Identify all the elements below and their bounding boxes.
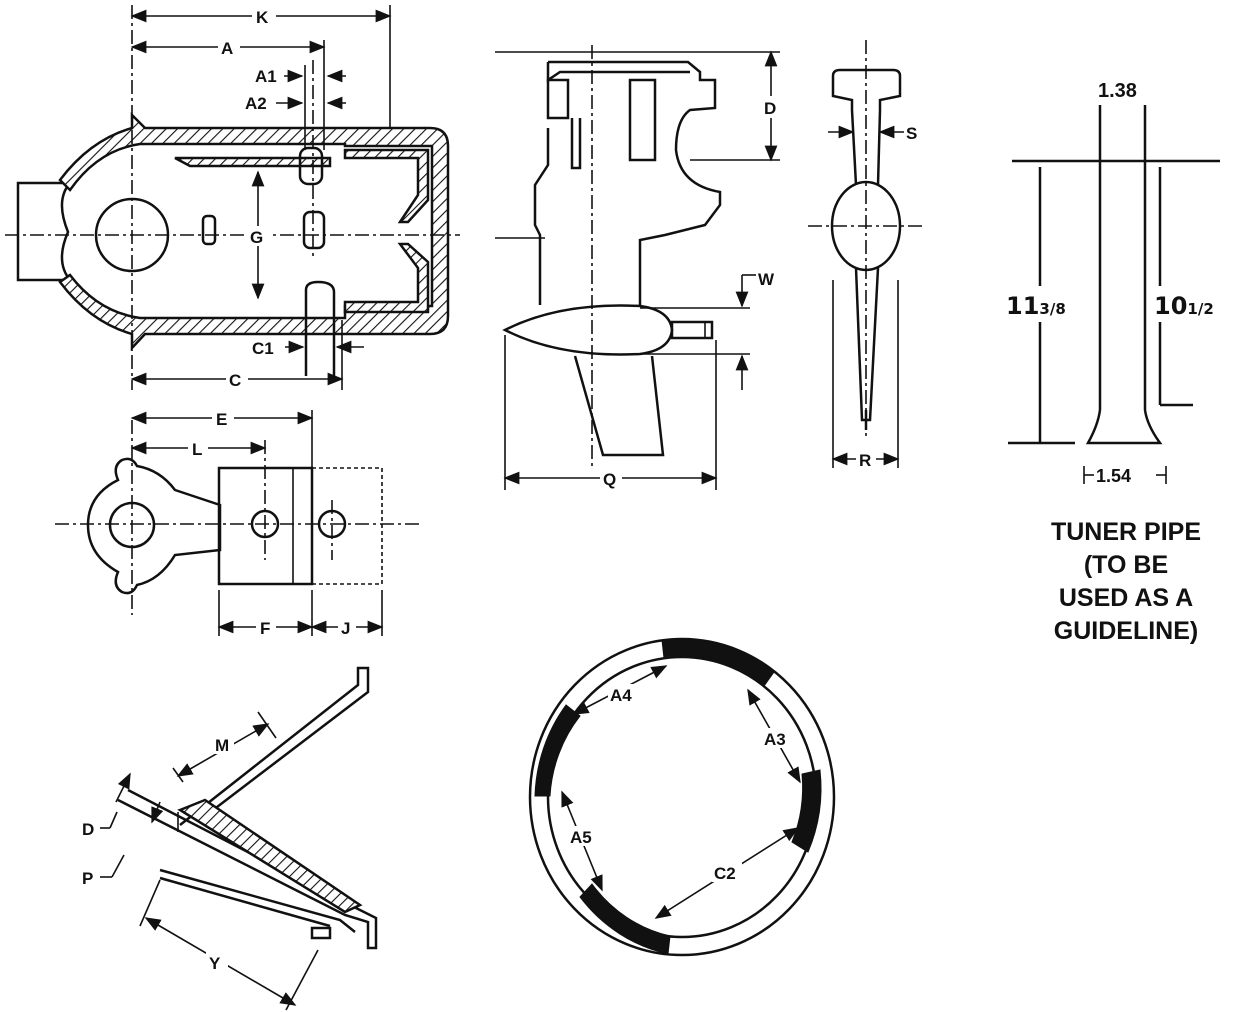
label-a3: A3	[764, 730, 786, 749]
ring-segment	[791, 769, 822, 853]
label-r: R	[859, 451, 871, 470]
ring-segment	[579, 883, 671, 955]
svg-text:101/2: 101/2	[1154, 292, 1214, 320]
label-d-bracket: D	[82, 820, 94, 839]
svg-text:(TO BE: (TO BE	[1084, 551, 1168, 579]
tuner-left-height: 113/8	[1004, 286, 1076, 322]
tuner-caption: TUNER PIPE (TO BE USED AS A GUIDELINE)	[1051, 518, 1201, 645]
tuner-right-height: 101/2	[1152, 286, 1234, 322]
label-a: A	[221, 39, 233, 58]
label-q: Q	[603, 470, 616, 489]
tilt-bracket-view: M D P Y	[82, 666, 378, 1011]
svg-text:USED AS A: USED AS A	[1059, 584, 1193, 612]
label-a2: A2	[245, 94, 267, 113]
label-a1: A1	[255, 67, 277, 86]
ring-segment	[534, 704, 581, 797]
svg-text:TUNER PIPE: TUNER PIPE	[1051, 518, 1201, 546]
label-c: C	[229, 371, 241, 390]
tuner-top-width: 1.38	[1098, 80, 1137, 102]
label-s: S	[906, 124, 917, 143]
label-p: P	[82, 869, 93, 888]
label-a5: A5	[570, 828, 592, 847]
label-j: J	[341, 619, 350, 638]
label-c2: C2	[714, 864, 736, 883]
svg-text:GUIDELINE): GUIDELINE)	[1054, 617, 1198, 645]
label-f: F	[260, 619, 270, 638]
label-k: K	[256, 8, 269, 27]
ring-segment	[661, 638, 775, 687]
svg-text:113/8: 113/8	[1006, 292, 1066, 320]
label-m: M	[215, 736, 229, 755]
label-c1: C1	[252, 339, 274, 358]
label-w: W	[758, 270, 775, 289]
housing-section-view: K A A1 A2 G C1 C	[5, 5, 460, 390]
lever-view: E L F J	[55, 408, 420, 638]
label-g: G	[250, 228, 263, 247]
label-d-lower: D	[764, 99, 776, 118]
tuner-bottom-width: 1.54	[1096, 466, 1131, 486]
label-a4: A4	[610, 686, 632, 705]
lower-unit-front-view: S R	[808, 40, 925, 470]
label-l: L	[192, 440, 202, 459]
label-e: E	[216, 410, 227, 429]
ring-view: A4 A3 A5 C2	[528, 637, 836, 957]
label-y: Y	[209, 954, 221, 973]
lower-unit-side-view: D W Q	[495, 45, 782, 490]
tuner-pipe-view: 1.38 113/8 101/2 1.54 TUNER PIPE (TO BE …	[1004, 80, 1234, 645]
